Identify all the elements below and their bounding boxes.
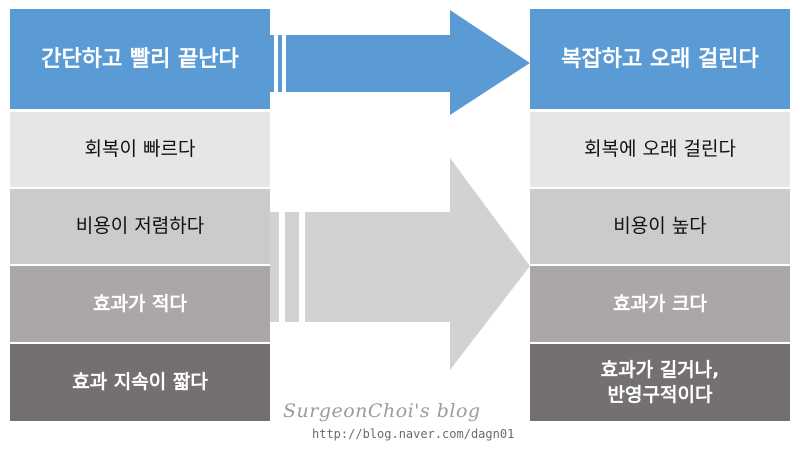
right-row-4-label: 효과가 길거나, 반영구적이다 (600, 358, 720, 406)
left-header-label: 간단하고 빨리 끝난다 (41, 46, 239, 72)
right-header: 복잡하고 오래 걸린다 (530, 9, 790, 109)
left-row-4: 효과 지속이 짧다 (10, 344, 270, 421)
left-column: 간단하고 빨리 끝난다 회복이 빠르다 비용이 저렴하다 효과가 적다 효과 지… (10, 9, 270, 423)
left-row-1-label: 회복이 빠르다 (84, 138, 196, 160)
left-row-3-label: 효과가 적다 (92, 292, 187, 315)
left-row-1: 회복이 빠르다 (10, 112, 270, 187)
right-row-2-label: 비용이 높다 (613, 215, 707, 237)
watermark-url: http://blog.naver.com/dagn01 (312, 427, 515, 441)
bottom-arrow (270, 158, 530, 370)
top-arrow (270, 10, 530, 115)
right-row-4: 효과가 길거나, 반영구적이다 (530, 344, 790, 421)
right-row-1: 회복에 오래 걸린다 (530, 112, 790, 187)
right-row-3: 효과가 크다 (530, 266, 790, 342)
watermark-title: SurgeonChoi's blog (283, 400, 481, 422)
right-row-1-label: 회복에 오래 걸린다 (584, 138, 736, 160)
left-row-4-label: 효과 지속이 짧다 (72, 371, 208, 393)
left-row-2-label: 비용이 저렴하다 (75, 215, 205, 237)
right-header-label: 복잡하고 오래 걸린다 (561, 46, 759, 72)
right-row-3-label: 효과가 크다 (612, 292, 707, 315)
right-column: 복잡하고 오래 걸린다 회복에 오래 걸린다 비용이 높다 효과가 크다 효과가… (530, 9, 790, 423)
left-header: 간단하고 빨리 끝난다 (10, 9, 270, 109)
right-row-2: 비용이 높다 (530, 189, 790, 264)
left-row-2: 비용이 저렴하다 (10, 189, 270, 264)
left-row-3: 효과가 적다 (10, 266, 270, 342)
